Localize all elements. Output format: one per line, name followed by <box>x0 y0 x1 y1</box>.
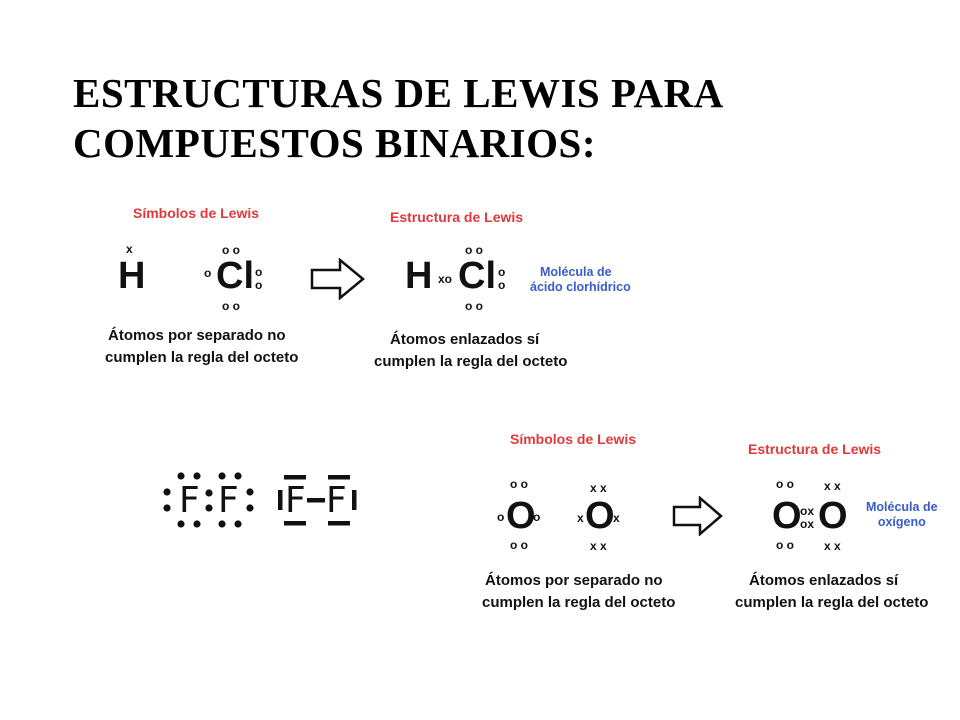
o2-crosses-top: x x <box>590 481 607 495</box>
caption-separated: Átomos por separado no cumplen la regla … <box>105 327 299 366</box>
caption-bonded: Átomos enlazados sí cumplen la regla del… <box>374 331 568 370</box>
reaction-arrow-icon <box>672 496 723 536</box>
f2-bonded-molecule: F F <box>278 475 357 526</box>
f2-lewis-structure: F F F F <box>163 472 357 528</box>
o-bonded-left-dots-top: o o <box>776 477 794 491</box>
structure-heading: Estructura de Lewis <box>748 441 882 457</box>
o2-cross-left: x <box>577 511 584 525</box>
h-symbol: H <box>118 255 146 297</box>
o-bonded-right: O <box>818 495 848 537</box>
f-symbol-right: F <box>218 480 239 521</box>
f2-separate-atoms: F F <box>163 472 254 528</box>
cl-symbol-bonded: Cl <box>458 255 496 297</box>
cl-dot-right-2: o <box>255 278 263 292</box>
cl-dot-right-1: o <box>255 265 263 279</box>
structure-heading: Estructura de Lewis <box>390 209 524 225</box>
o1-dots-top: o o <box>510 477 528 491</box>
shared-pair-2: ox <box>800 517 815 531</box>
title-line-1: ESTRUCTURAS DE LEWIS PARA <box>73 70 724 116</box>
o1-symbol: O <box>506 495 536 537</box>
o1-dot-right: o <box>533 510 541 524</box>
cl-bonded-dot-right-1: o <box>498 265 506 279</box>
cl-bonded-dots-top: o o <box>465 243 483 257</box>
symbols-heading: Símbolos de Lewis <box>510 431 637 447</box>
title-line-2: COMPUESTOS BINARIOS: <box>73 120 596 166</box>
reaction-arrow-icon <box>310 258 365 300</box>
o2-crosses-bottom: x x <box>590 539 607 553</box>
cl-dots-bottom: o o <box>222 299 240 313</box>
cl-bonded-dots-bottom: o o <box>465 299 483 313</box>
f-symbol-bonded-left: F <box>285 480 306 521</box>
cl-dot-left: o <box>204 266 212 280</box>
shared-pair: xo <box>438 272 453 286</box>
o-bonded-right-crosses-bottom: x x <box>824 539 841 553</box>
molecule-label: Molécula de ácido clorhídrico <box>530 265 631 294</box>
page-title: ESTRUCTURAS DE LEWIS PARA COMPUESTOS BIN… <box>73 68 893 168</box>
symbols-heading: Símbolos de Lewis <box>133 205 260 221</box>
h-symbol-bonded: H <box>405 255 433 297</box>
caption-separated: Átomos por separado no cumplen la regla … <box>482 572 676 611</box>
cl-dots-top: o o <box>222 243 240 257</box>
o2-cross-right: x <box>613 511 620 525</box>
o-bonded-left-dots-bottom: o o <box>776 538 794 552</box>
caption-bonded: Átomos enlazados sí cumplen la regla del… <box>735 572 929 611</box>
shared-pair-1: ox <box>800 504 815 518</box>
cl-symbol: Cl <box>216 255 254 297</box>
o1-dots-bottom: o o <box>510 538 528 552</box>
o1-dot-left: o <box>497 510 505 524</box>
o-bonded-left: O <box>772 495 802 537</box>
cl-bonded-dot-right-2: o <box>498 278 506 292</box>
o-bonded-right-crosses-top: x x <box>824 479 841 493</box>
f-symbol-left: F <box>179 480 200 521</box>
molecule-label: Molécula de oxígeno <box>866 500 938 529</box>
h-electron: x <box>126 242 133 256</box>
o2-symbol: O <box>585 495 615 537</box>
f-symbol-bonded-right: F <box>326 480 347 521</box>
